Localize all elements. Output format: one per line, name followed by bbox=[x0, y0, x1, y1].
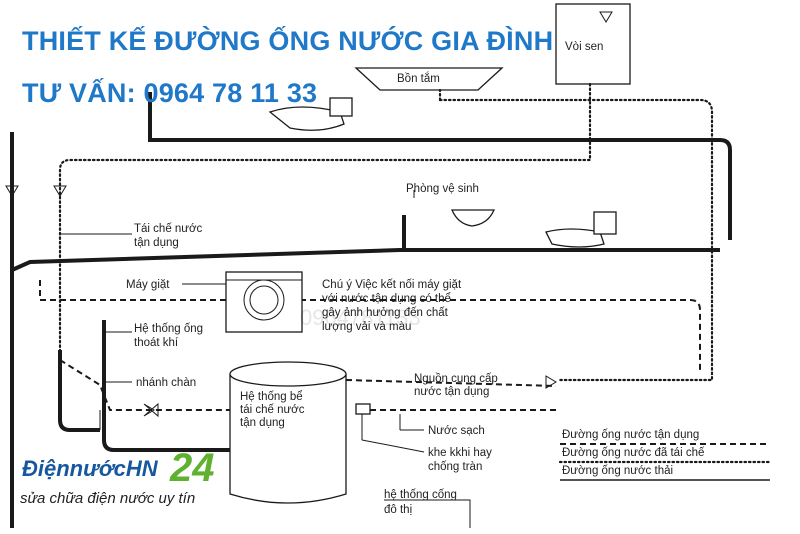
brand-logo: ĐiệnnướcHN 24 sửa chữa điện nước uy tín bbox=[20, 446, 250, 520]
label-overflow-branch: nhánh chàn bbox=[136, 377, 197, 389]
note-line-3: gây ảnh hưởng đến chất bbox=[322, 307, 448, 319]
legend-reusable: Đường ống nước tận dụng bbox=[562, 429, 700, 441]
note-line-1: Chú ý Việc kết nối máy giặt bbox=[322, 279, 462, 291]
waste-pipe-branch bbox=[11, 248, 720, 272]
recycled-pipe-right bbox=[438, 98, 714, 382]
recycle-tank-shape bbox=[229, 374, 347, 504]
brand-tagline: sửa chữa điện nước uy tín bbox=[20, 490, 196, 507]
label-vent-1: Hệ thống ống bbox=[134, 323, 204, 335]
label-bathtub: Bồn tắm bbox=[397, 73, 440, 85]
toilet-top-icon bbox=[268, 106, 345, 131]
note-line-4: lượng vải và màu bbox=[322, 321, 412, 333]
legend-recycled: Đường ống nước đã tái chế bbox=[562, 447, 705, 459]
label-toilet-room: Phòng vệ sinh bbox=[406, 183, 479, 195]
recycled-pipe-top bbox=[58, 82, 592, 352]
tank-line-2: tái chế nước bbox=[240, 404, 305, 416]
overflow-line-2: chống tràn bbox=[428, 461, 483, 473]
sewer-line-1: hệ thống cống bbox=[384, 489, 457, 501]
watermark-text: 0964781133 bbox=[300, 305, 421, 330]
reusable-pipe bbox=[39, 280, 226, 301]
label-recycle-water-2: tận dụng bbox=[134, 237, 179, 249]
page-title: THIẾT KẾ ĐƯỜNG ỐNG NƯỚC GIA ĐÌNH bbox=[22, 26, 554, 56]
tank-line-1: Hệ thống bể bbox=[240, 391, 303, 403]
overflow-line-1: khe kkhi hay bbox=[428, 447, 492, 459]
tank-line-3: tận dụng bbox=[240, 417, 285, 429]
brand-name: ĐiệnnướcHN bbox=[22, 456, 158, 481]
brand-number: 24 bbox=[170, 446, 215, 490]
hotline-text: TƯ VẤN: 0964 78 11 33 bbox=[22, 78, 318, 108]
label-shower: Vòi sen bbox=[565, 41, 604, 53]
washing-machine-shape bbox=[225, 271, 303, 333]
label-vent-2: thoát khí bbox=[134, 337, 179, 349]
label-clean-water: Nước sạch bbox=[428, 425, 485, 437]
shower-head-icon bbox=[599, 11, 613, 23]
sewer-line-2: đô thị bbox=[384, 504, 413, 516]
legend-waste: Đường ống nước thải bbox=[562, 465, 674, 477]
label-washing-machine: Máy giặt bbox=[126, 279, 170, 291]
note-line-2: với nước tận dụng có thể bbox=[322, 293, 451, 305]
toilet-right-icon bbox=[545, 228, 605, 248]
sink-icon bbox=[451, 209, 495, 227]
shower-box bbox=[555, 3, 631, 85]
waste-pipe-top bbox=[148, 92, 732, 240]
supply-line-1: Nguồn cung cấp bbox=[414, 373, 498, 385]
bathtub-shape bbox=[354, 67, 504, 91]
supply-line-2: nước tận dụng bbox=[414, 386, 490, 398]
label-recycle-water-1: Tái chế nước bbox=[134, 223, 203, 235]
